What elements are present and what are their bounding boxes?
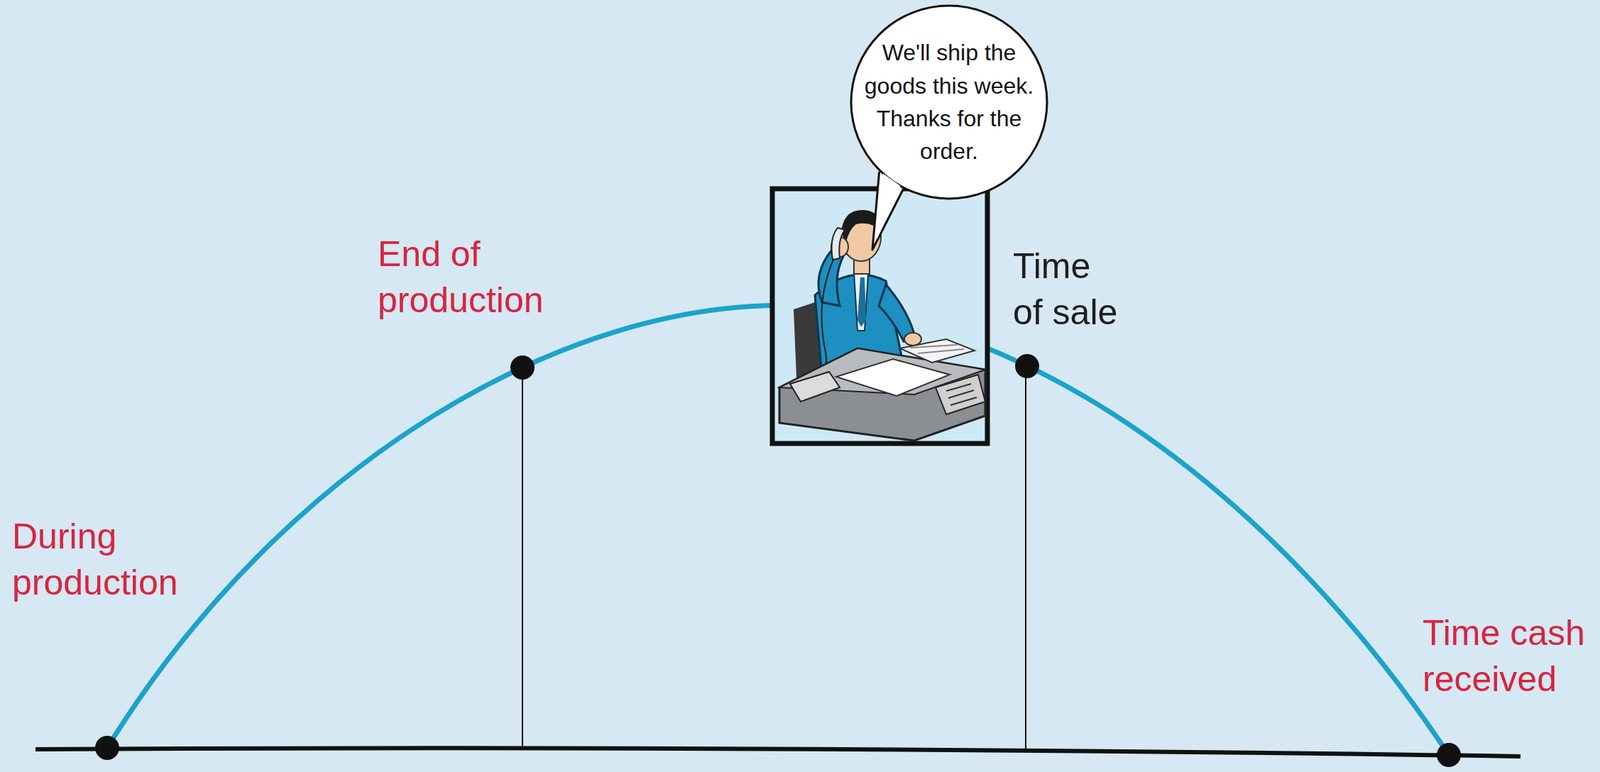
speech-bubble: We'll ship the goods this week. Thanks f… (849, 4, 1049, 201)
timeline-label: During production (12, 513, 190, 607)
timeline-label: Time of sale (1012, 243, 1125, 336)
ground-line (35, 748, 1521, 757)
timeline-label: Time cash received (1422, 610, 1593, 703)
bubble-outline (849, 4, 1049, 201)
timeline-dot (1015, 354, 1040, 379)
marker-line (1025, 365, 1027, 751)
bubble-tail-joint (876, 173, 901, 240)
timeline-dot (510, 355, 535, 380)
timeline-label: End of production (377, 231, 598, 324)
speech-text: We'll ship the goods this week. Thanks f… (863, 36, 1035, 169)
timeline-dot (95, 736, 120, 761)
timeline-dot (1436, 743, 1461, 768)
marker-line (521, 367, 524, 749)
bubble-ellipse (851, 5, 1048, 199)
